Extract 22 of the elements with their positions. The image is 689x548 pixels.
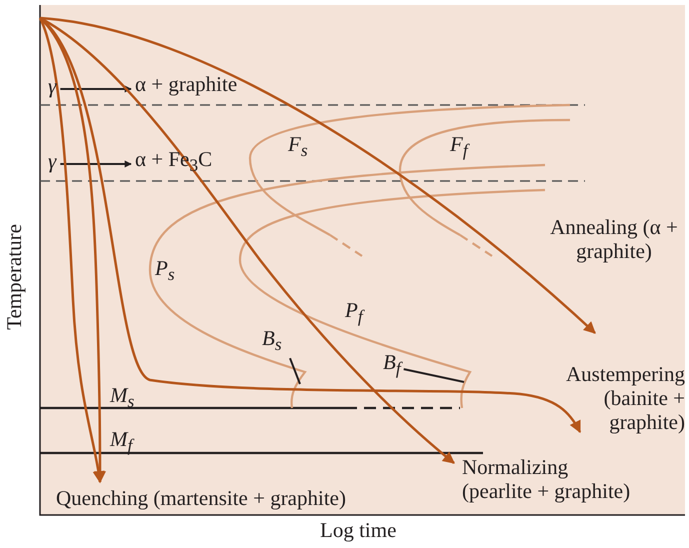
curve-label: B$_{f}$ xyxy=(383,350,401,380)
cooling-curve-arrow xyxy=(40,16,596,334)
treatment-label: Normalizing (pearlite + graphite) xyxy=(462,455,640,503)
treatment-label: Austempering (bainite + graphite) xyxy=(543,362,685,434)
cooling-curve-arrow xyxy=(39,17,582,434)
phase-symbol: γ xyxy=(48,149,56,173)
line-label: M$_{s}$ xyxy=(110,383,134,414)
leader-line xyxy=(404,368,464,383)
curve-label: F$_{s}$ xyxy=(288,132,308,162)
arrow xyxy=(60,160,132,168)
leader-line xyxy=(289,358,301,384)
arrow xyxy=(60,86,132,92)
curve-label: F$_{f}$ xyxy=(450,132,468,162)
phase-label: α + graphite xyxy=(135,72,238,96)
axis-title: Temperature xyxy=(2,224,26,330)
treatment-label: Annealing (α + graphite) xyxy=(540,215,688,263)
curve-label: B$_{s}$ xyxy=(262,326,282,356)
curve-label: P$_{s}$ xyxy=(155,256,175,286)
phase-symbol: γ xyxy=(48,74,56,98)
axis-title: Log time xyxy=(320,518,396,542)
curve-label: P$_{f}$ xyxy=(345,298,363,328)
treatment-label: Quenching (martensite + graphite) xyxy=(56,486,346,510)
